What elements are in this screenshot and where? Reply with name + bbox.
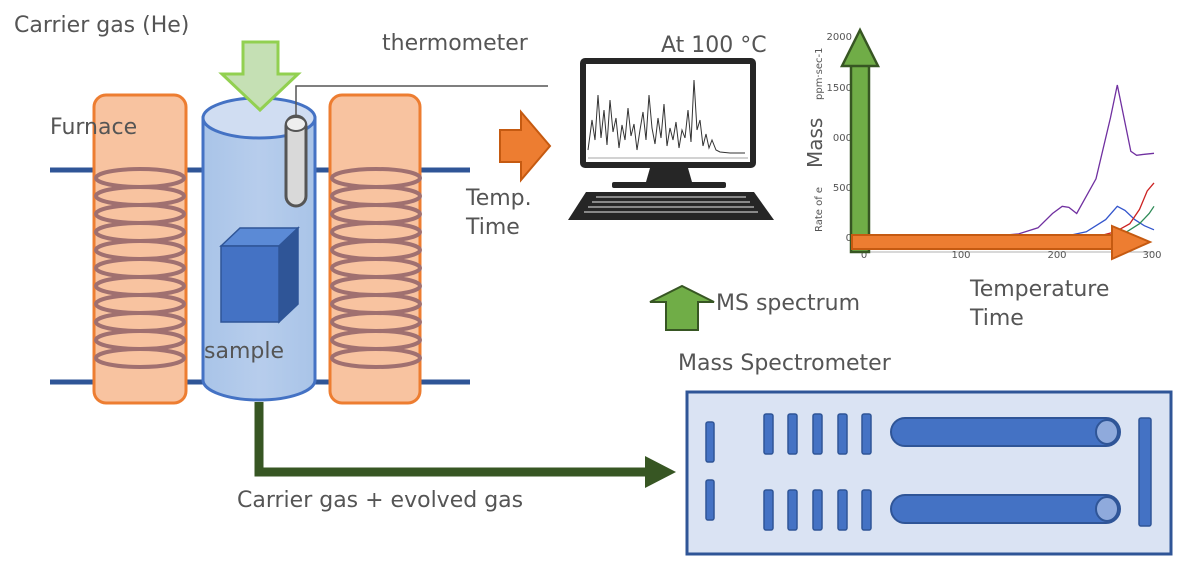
keyboard-icon <box>568 192 774 220</box>
carrier-evolved-gas-label: Carrier gas + evolved gas <box>237 488 523 513</box>
sample-cube <box>219 226 300 324</box>
y-tick-2000: 2000 <box>827 32 852 43</box>
temperature-axis-arrow <box>851 224 1153 261</box>
heating-coil-right <box>330 167 422 369</box>
y-axis-unit-label: ppm·sec-1 <box>814 48 825 100</box>
mass-spectrometer-label: Mass Spectrometer <box>678 351 892 376</box>
ms-spectrum-label: MS spectrum <box>716 291 860 316</box>
axis-time-label: Time <box>969 306 1024 331</box>
sample-label: sample <box>204 339 284 364</box>
carrier-gas-label: Carrier gas (He) <box>14 13 189 38</box>
y-tick-0: 0 <box>846 233 852 244</box>
x-tick-0: 0 <box>861 250 867 261</box>
ms-spectrum-arrow <box>649 284 715 331</box>
axis-mass-label: Mass <box>803 118 827 168</box>
thermometer <box>284 85 548 208</box>
y-tick-500: 500 <box>833 183 852 194</box>
furnace-wall-right <box>328 93 422 405</box>
mass-axis-arrow <box>839 27 881 254</box>
furnace-wall-left <box>92 93 188 405</box>
y-tick-1000: 000 <box>833 133 852 144</box>
thermometer-label: thermometer <box>382 31 529 56</box>
gas-outlet-arrow <box>254 402 676 488</box>
x-tick-300: 300 <box>1142 250 1161 261</box>
mass-spectrometer <box>685 390 1173 556</box>
heating-coil-left <box>94 167 186 369</box>
y-tick-1500: 1500 <box>827 83 852 94</box>
carrier-gas-input-arrow <box>218 40 302 113</box>
at-temperature-label: At 100 °C <box>661 33 767 58</box>
furnace <box>50 93 470 405</box>
x-tick-100: 100 <box>951 250 970 261</box>
time-label: Time <box>465 215 520 240</box>
furnace-label: Furnace <box>50 115 137 140</box>
y-axis-title-partial: Rate of e <box>814 187 825 232</box>
x-tick-200: 200 <box>1047 250 1066 261</box>
computer-monitor-icon <box>580 58 756 188</box>
temp-label: Temp. <box>465 186 532 211</box>
axis-temperature-label: Temperature <box>969 277 1109 302</box>
signal-arrow-to-computer <box>499 109 552 183</box>
